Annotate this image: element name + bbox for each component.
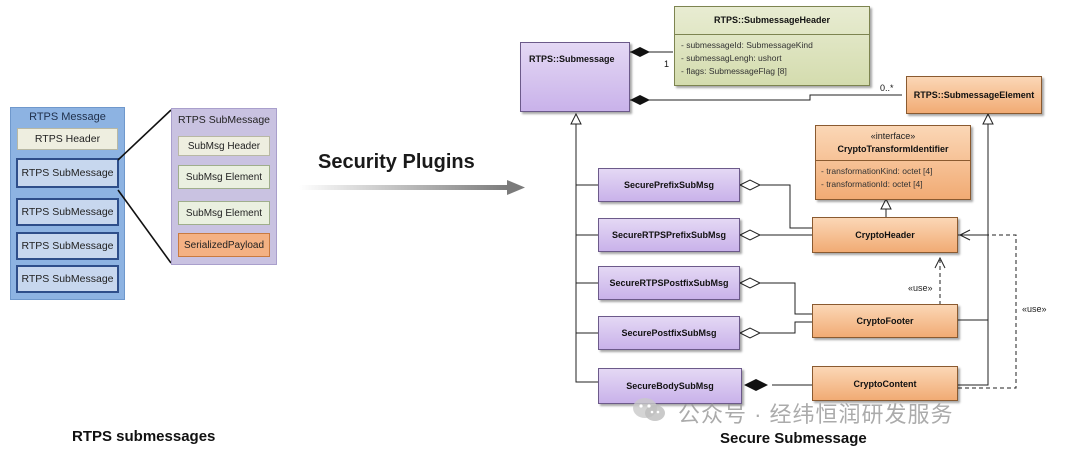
attr-flags: - flags: SubmessageFlag [8] <box>681 66 787 76</box>
rtps-submessage-3: RTPS SubMessage <box>16 232 119 260</box>
submessage-panel-title: RTPS SubMessage <box>177 114 271 126</box>
submsg-element-1: SubMsg Element <box>178 165 270 189</box>
secure-postfix-submsg-class: SecurePostfixSubMsg <box>598 316 740 350</box>
crypto-transform-identifier-name: CryptoTransformIdentifier <box>837 144 949 154</box>
rtps-header: RTPS Header <box>17 128 118 150</box>
rtps-message-box: RTPS Message RTPS Header RTPS SubMessage… <box>10 107 125 300</box>
interface-stereotype: «interface» <box>870 131 916 141</box>
wechat-logo-icon <box>630 395 670 425</box>
submessage-element-class: RTPS::SubmessageElement <box>906 76 1042 114</box>
rtps-submessage-1: RTPS SubMessage <box>16 158 119 188</box>
watermark-text: 公众号 · 经纬恒润研发服务 <box>678 402 954 427</box>
secure-rtps-postfix-submsg-name: SecureRTPSPostfixSubMsg <box>609 278 729 288</box>
secure-body-submsg-name: SecureBodySubMsg <box>626 381 714 391</box>
rtps-submessage-class-name: RTPS::Submessage <box>529 54 615 64</box>
crypto-footer-name: CryptoFooter <box>856 316 914 326</box>
attr-transformation-kind: - transformationKind: octet [4] <box>821 166 933 176</box>
multiplicity-one: 1 <box>664 59 670 69</box>
rtps-submessage-2: RTPS SubMessage <box>16 198 119 226</box>
secure-rtps-postfix-submsg-class: SecureRTPSPostfixSubMsg <box>598 266 740 300</box>
crypto-content-class: CryptoContent <box>812 366 958 401</box>
security-plugins-title: Security Plugins <box>318 151 475 173</box>
left-caption: RTPS submessages <box>72 428 216 445</box>
crypto-content-name: CryptoContent <box>853 378 917 389</box>
attr-submessage-length: - submessagLengh: ushort <box>681 53 782 63</box>
submsg-header: SubMsg Header <box>178 136 270 156</box>
use-label-footer-header: «use» <box>908 283 933 293</box>
divider <box>675 34 869 35</box>
rtps-submessage-4: RTPS SubMessage <box>16 265 119 293</box>
submessage-header-name: RTPS::SubmessageHeader <box>713 15 831 25</box>
crypto-transform-identifier-class: «interface» CryptoTransformIdentifier - … <box>815 125 971 200</box>
crypto-header-class: CryptoHeader <box>812 217 958 253</box>
use-label-content-header: «use» <box>1022 304 1047 314</box>
serialized-payload: SerializedPayload <box>178 233 270 257</box>
attr-transformation-id: - transformationId: octet [4] <box>821 179 923 189</box>
submessage-element-name: RTPS::SubmessageElement <box>913 90 1035 100</box>
multiplicity-zero-many: 0..* <box>880 83 894 93</box>
secure-prefix-submsg-name: SecurePrefixSubMsg <box>623 180 715 190</box>
right-caption: Secure Submessage <box>720 430 867 447</box>
secure-body-submsg-class: SecureBodySubMsg <box>598 368 742 404</box>
secure-rtps-prefix-submsg-name: SecureRTPSPrefixSubMsg <box>611 230 727 240</box>
crypto-header-name: CryptoHeader <box>855 230 915 240</box>
rtps-message-title: RTPS Message <box>29 111 106 123</box>
attr-submessage-id: - submessageId: SubmessageKind <box>681 40 813 50</box>
submsg-element-2: SubMsg Element <box>178 201 270 225</box>
crypto-footer-class: CryptoFooter <box>812 304 958 338</box>
rtps-submessage-class: RTPS::Submessage <box>520 42 630 112</box>
arrow-icon <box>299 180 525 195</box>
secure-postfix-submsg-name: SecurePostfixSubMsg <box>621 328 717 338</box>
secure-prefix-submsg-class: SecurePrefixSubMsg <box>598 168 740 202</box>
secure-rtps-prefix-submsg-class: SecureRTPSPrefixSubMsg <box>598 218 740 252</box>
submessage-header-class: RTPS::SubmessageHeader - submessageId: S… <box>674 6 870 86</box>
rtps-submessage-panel: RTPS SubMessage SubMsg Header SubMsg Ele… <box>171 108 277 265</box>
divider <box>816 160 970 161</box>
